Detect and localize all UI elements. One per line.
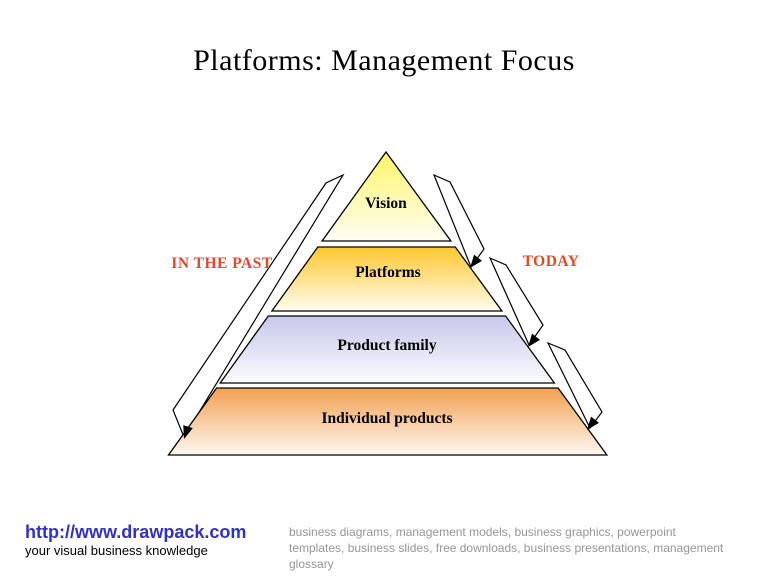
layer-label-platforms: Platforms [355, 264, 420, 281]
past-arrow-band [172, 173, 345, 439]
layer-label-vision: Vision [365, 195, 407, 212]
footer-description: business diagrams, management models, bu… [289, 524, 759, 572]
page-title: Platforms: Management Focus [193, 44, 575, 77]
today-arrow-band-top [432, 173, 485, 269]
pyramid-layer-vision [320, 150, 453, 242]
drawpack-url-link[interactable]: http://www.drawpack.com [25, 522, 247, 542]
footer-description-line: business diagrams, management models, bu… [289, 525, 676, 539]
today-arrow-band-middle [488, 256, 544, 347]
today-arrowhead-product-family [528, 333, 540, 347]
today-label: TODAY [523, 253, 580, 270]
layer-label-individual-products: Individual products [321, 410, 452, 427]
footer-description-line: templates, business slides, free downloa… [289, 541, 724, 555]
today-arrowhead-platforms [470, 254, 482, 268]
footer-tagline: your visual business knowledge [25, 543, 208, 558]
past-arrowhead [183, 425, 193, 439]
footer-description-line: glossary [289, 557, 334, 571]
past-label: IN THE PAST [171, 255, 273, 272]
today-arrowhead-individual-products [587, 416, 599, 430]
layer-label-product-family: Product family [337, 337, 436, 354]
today-arrow-band-bottom [546, 341, 603, 430]
pyramid-layer-product-family [218, 315, 556, 384]
pyramid-layer-platforms [270, 246, 504, 312]
